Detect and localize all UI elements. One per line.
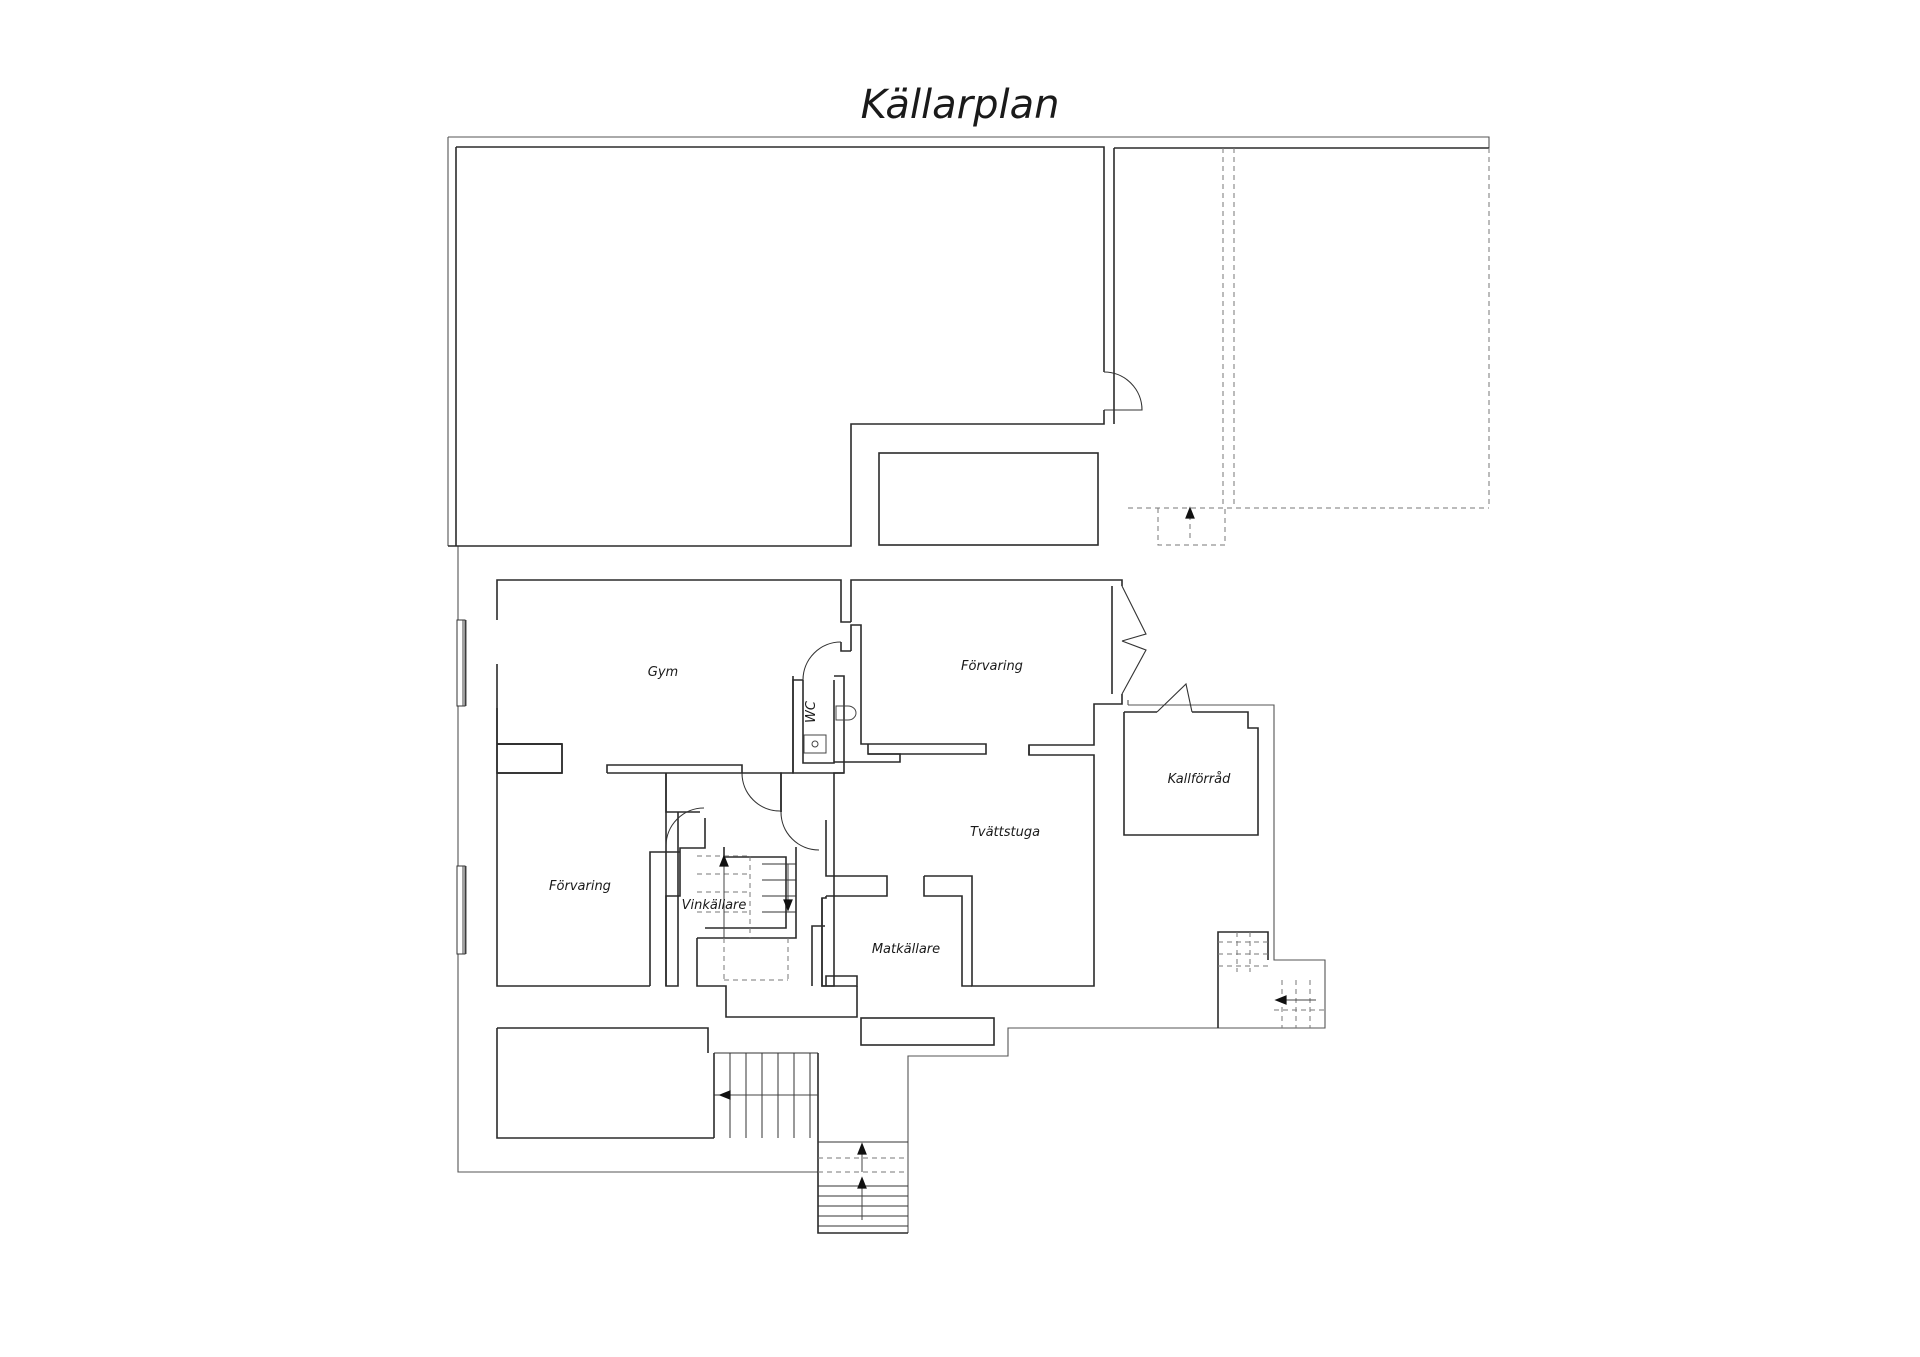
window-lower: [456, 865, 466, 955]
main-stairs: [713, 1052, 908, 1234]
main-walls: [496, 579, 1147, 1018]
room-outlines: [456, 619, 1259, 1139]
right-stairs: [1217, 931, 1325, 1028]
room-labels: Gym Förvaring WC Kallförråd Tvättstuga F…: [549, 659, 1231, 957]
arrow-left-icon: [1274, 995, 1287, 1005]
window-upper: [456, 619, 466, 707]
door-swings: [665, 772, 820, 851]
room-label-forvaring-lower: Förvaring: [549, 879, 611, 894]
room-label-wc: WC: [804, 700, 819, 723]
room-label-forvaring-upper: Förvaring: [961, 659, 1023, 674]
room-label-kallforrad: Kallförråd: [1168, 772, 1231, 787]
plot-outline: [447, 136, 1490, 1233]
room-label-vinkallare: Vinkällare: [682, 898, 747, 913]
arrow-up-icon: [1185, 506, 1195, 519]
room-label-matkallare: Matkällare: [872, 942, 940, 957]
room-label-gym: Gym: [648, 665, 678, 680]
inner-rectangle: [878, 452, 1099, 546]
room-label-tvattstuga: Tvättstuga: [970, 825, 1040, 840]
top-left-room: [448, 146, 1489, 547]
dashed-annex: [1128, 148, 1490, 546]
arrow-up-icon: [857, 1142, 867, 1155]
vinkallare-stairs: [697, 854, 796, 981]
arrow-up-icon: [857, 1176, 867, 1189]
arrow-down-icon: [783, 899, 793, 912]
arrow-left-icon: [718, 1090, 731, 1100]
wc-fixtures: [803, 705, 857, 754]
plan-title: Källarplan: [861, 82, 1060, 128]
arrow-up-icon: [719, 854, 729, 867]
